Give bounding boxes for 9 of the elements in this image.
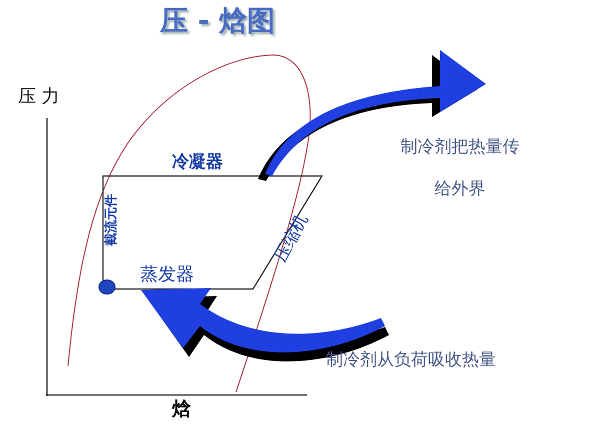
heat-note: 制冷剂从负荷吸收热量 bbox=[326, 350, 496, 370]
title: 压 - 焓图 bbox=[160, 4, 276, 38]
component-label: 蒸发器 bbox=[140, 264, 194, 286]
component-label: 冷凝器 bbox=[172, 152, 223, 172]
axis-label: 压 力 bbox=[18, 86, 60, 108]
component-label: 压缩机 bbox=[270, 210, 312, 266]
heat-note: 制冷剂把热量传给外界 bbox=[400, 136, 520, 201]
axis-label: 焓 bbox=[172, 398, 191, 421]
component-label: 截流元件 bbox=[104, 194, 120, 246]
